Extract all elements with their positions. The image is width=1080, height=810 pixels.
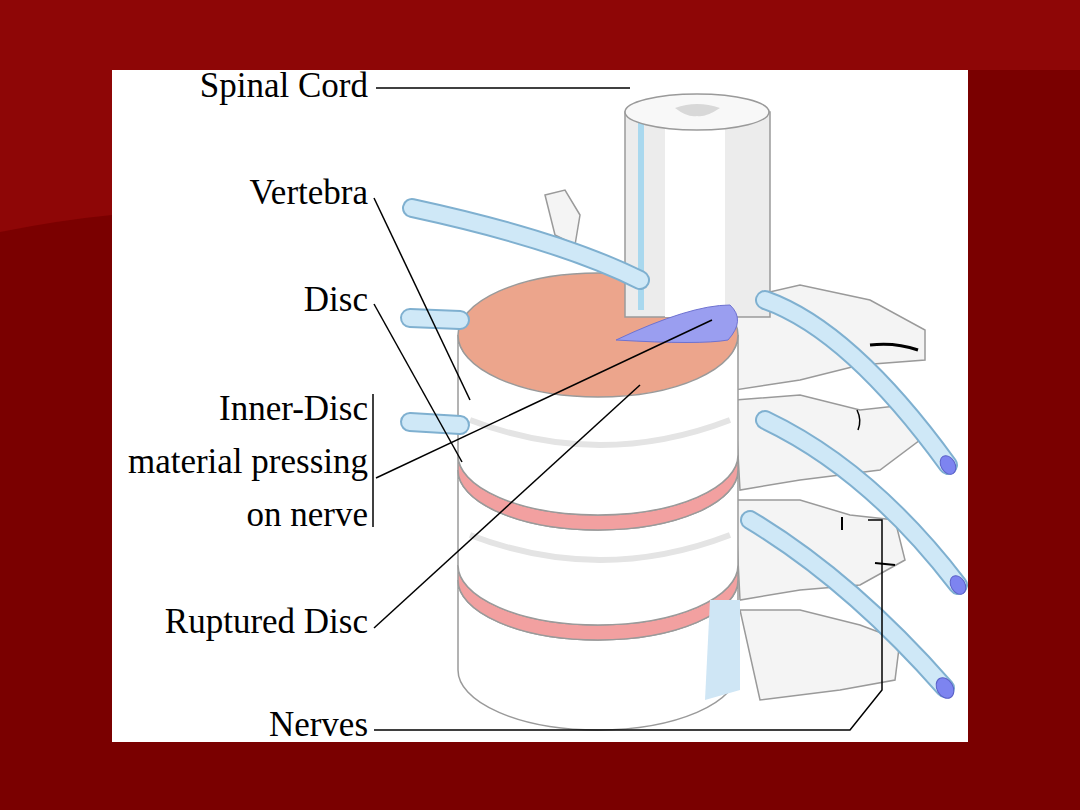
nerve-roots <box>410 208 958 688</box>
part-label: Vertebra <box>249 173 368 213</box>
nerve-ends <box>933 453 969 702</box>
figure-panel <box>112 70 968 742</box>
vertebral-column <box>458 273 740 730</box>
leader-lines <box>373 88 882 730</box>
part-label: Disc <box>304 280 368 320</box>
part-label: Inner-Disc material pressing on nerve <box>128 382 368 541</box>
part-label: Nerves <box>269 708 368 742</box>
part-label: Ruptured Disc <box>165 602 368 642</box>
part-label: Spinal Cord <box>200 66 368 106</box>
